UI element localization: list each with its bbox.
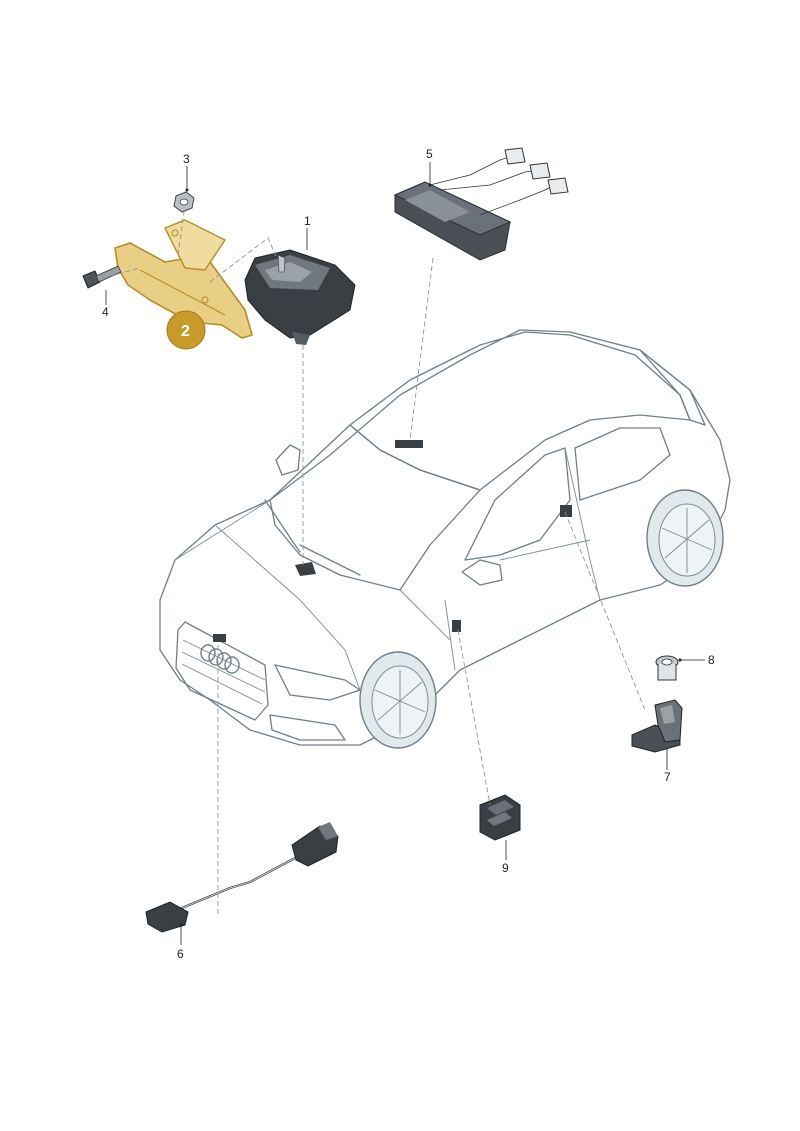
roof-module-marker (395, 440, 423, 448)
car-illustration (159, 329, 731, 749)
part-4-bolt (82, 265, 122, 289)
b-pillar-sensor-marker (560, 505, 572, 517)
part-9-switch (479, 794, 521, 841)
audi-rings-logo (200, 644, 240, 674)
callout-3: 3 (183, 152, 190, 166)
callout-leaders (105, 162, 705, 945)
part-1-alarm-horn (244, 249, 356, 345)
callout-1: 1 (304, 214, 311, 228)
part-3-nut (173, 191, 195, 213)
part-6-cable (145, 822, 339, 933)
part-7-sensor (631, 699, 683, 753)
grille-sensor-marker (213, 634, 226, 642)
callout-2-badge[interactable]: 2 (166, 310, 206, 350)
callout-6: 6 (177, 947, 184, 961)
rear-wheel (646, 489, 724, 587)
callout-7: 7 (664, 770, 671, 784)
callout-8: 8 (708, 653, 715, 667)
callout-2: 2 (181, 323, 190, 340)
front-wheel (359, 651, 437, 749)
connection-lines (101, 211, 646, 915)
part-8-grommet (655, 655, 679, 681)
callout-5: 5 (426, 147, 433, 161)
door-sensor-marker (452, 620, 461, 632)
part-5-control-unit (393, 147, 569, 261)
part-2-bracket (114, 219, 253, 339)
callout-9: 9 (502, 861, 509, 875)
callout-4: 4 (102, 305, 109, 319)
windshield-sensor-marker (295, 562, 316, 576)
